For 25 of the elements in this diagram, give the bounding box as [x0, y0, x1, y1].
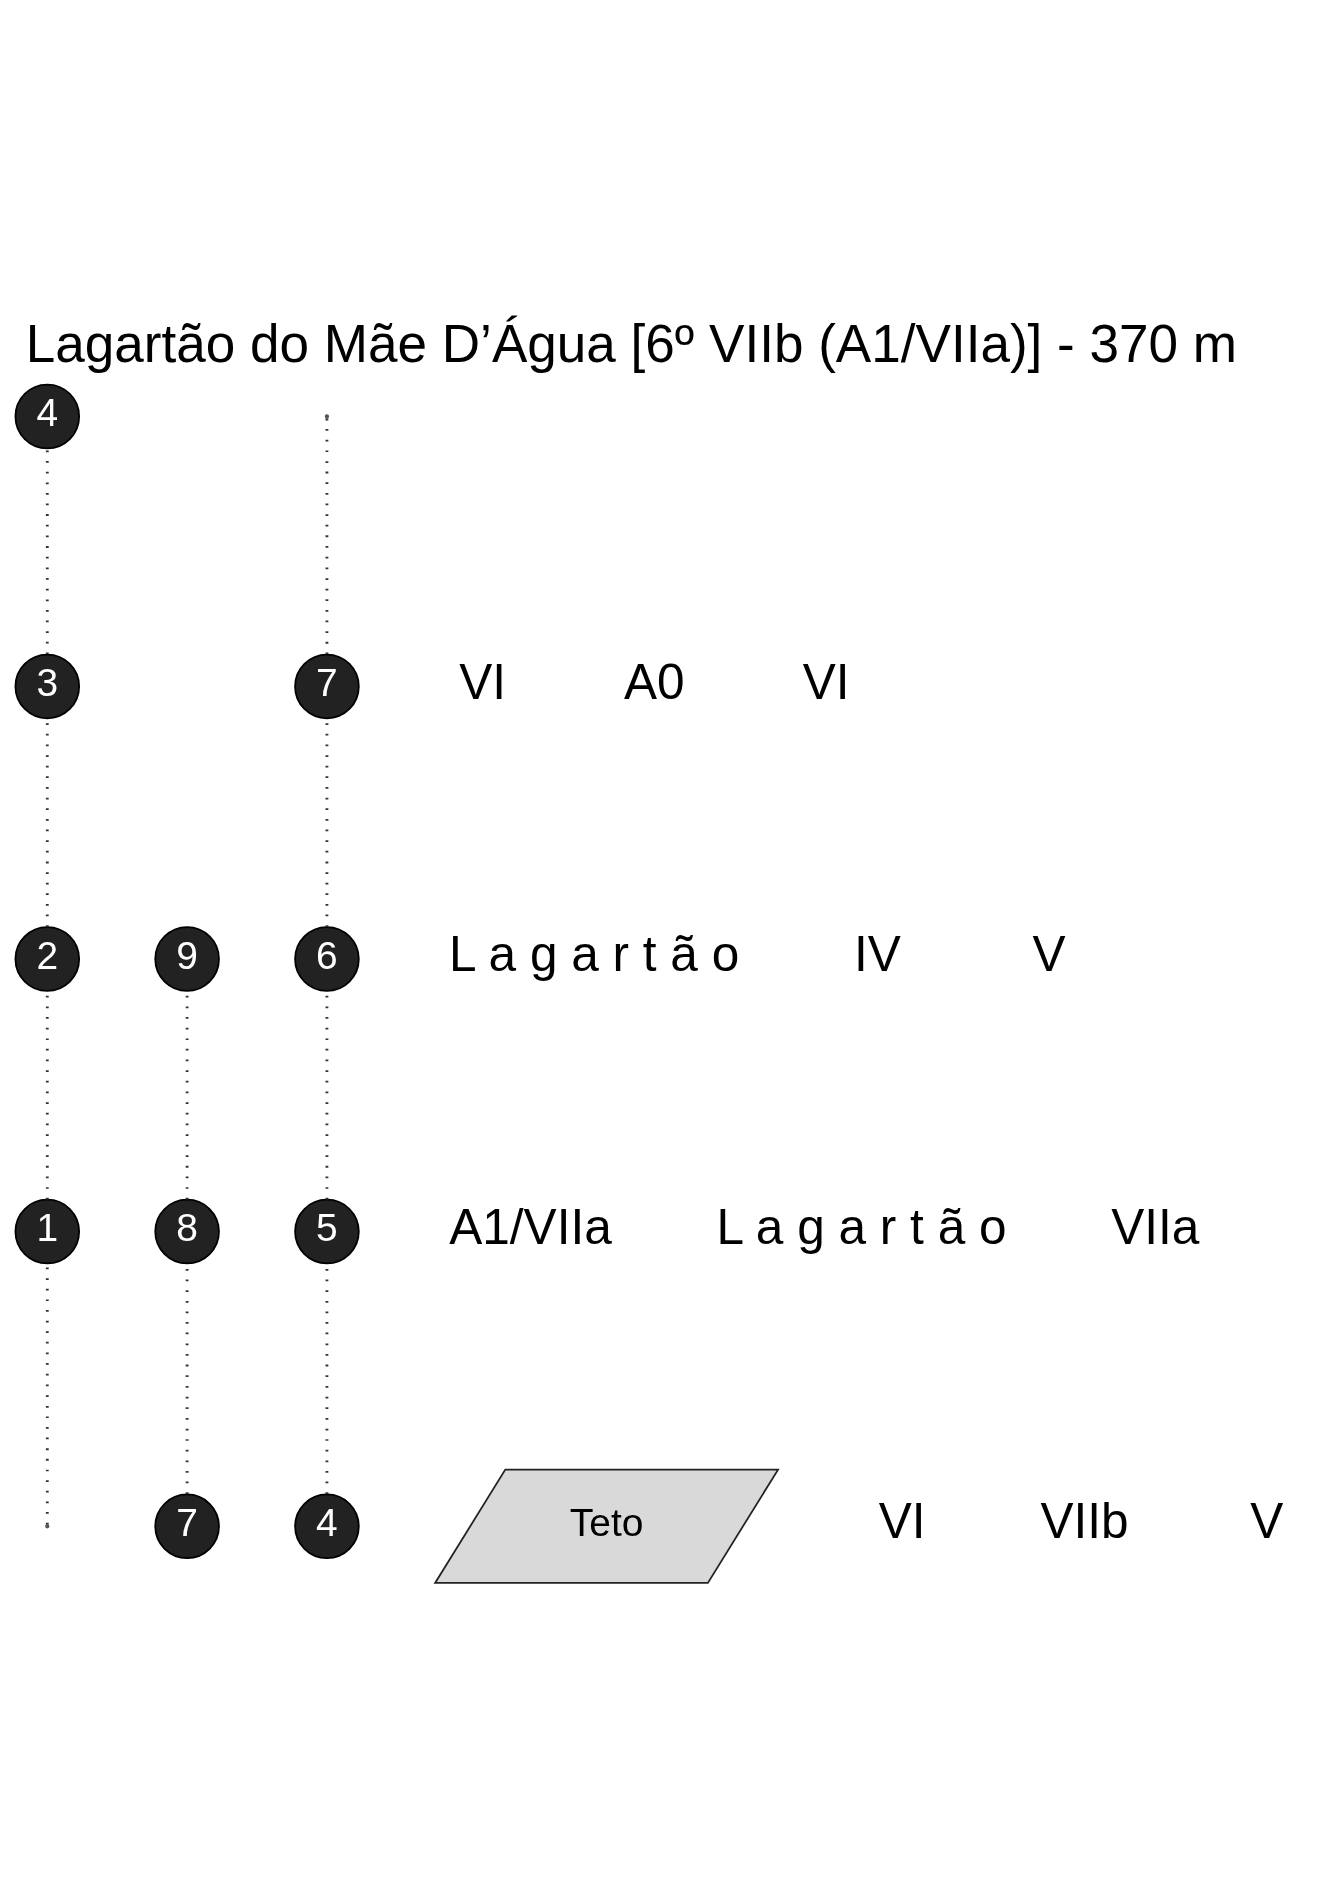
label: A0 [624, 653, 685, 710]
label: L a g a r t ã o [716, 1198, 1007, 1255]
label: A1/VIIa [449, 1198, 612, 1255]
label: IV [853, 926, 901, 983]
node-circle: 4 [14, 383, 81, 450]
diagram-title: Lagartão do Mãe D’Água [6º VIIb (A1/VIIa)] - 370 m [25, 313, 1238, 373]
node-circle: 9 [154, 926, 220, 992]
node-circle: 6 [294, 926, 360, 992]
label: L a g a r t ã o [449, 926, 740, 983]
label: VI [878, 1493, 926, 1550]
node-circle: 5 [294, 1198, 360, 1265]
label: VIIa [1111, 1198, 1200, 1255]
node-circle: 7 [154, 1493, 220, 1560]
node-circle: 1 [14, 1198, 81, 1265]
node-circle: 3 [14, 653, 81, 720]
connector [45, 448, 49, 655]
node-circle: 2 [14, 926, 81, 992]
node-circle: 4 [294, 1493, 360, 1560]
label: V [1250, 1493, 1284, 1550]
node-circle: 7 [294, 653, 360, 720]
label: V [1032, 926, 1066, 983]
label: VI [802, 653, 850, 710]
label: VIIb [1040, 1493, 1129, 1550]
node-circle: 8 [154, 1198, 220, 1265]
label: VI [459, 653, 507, 710]
